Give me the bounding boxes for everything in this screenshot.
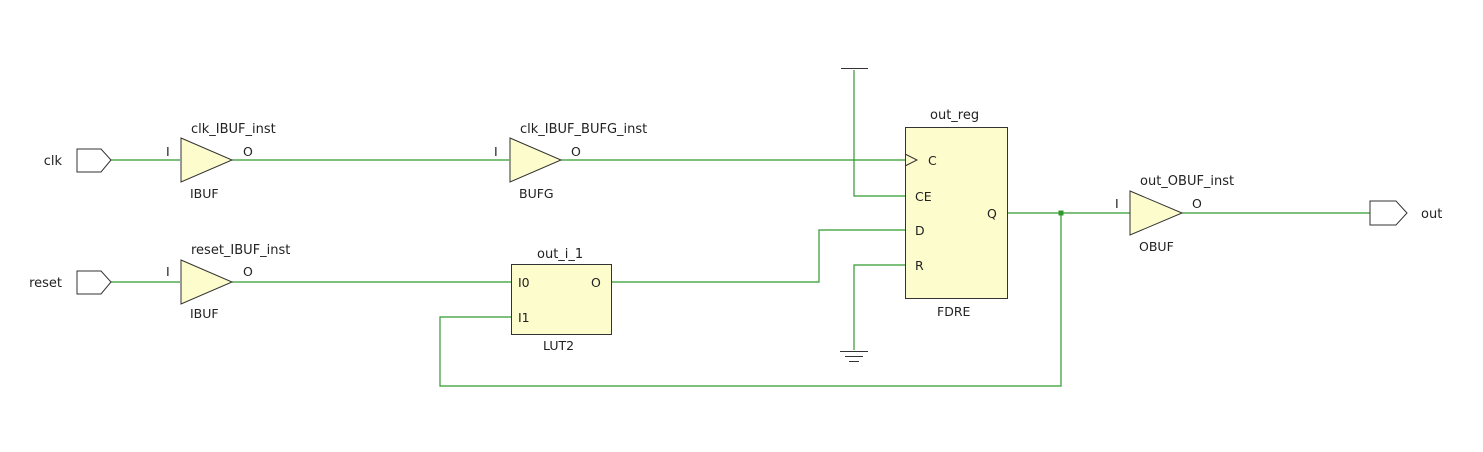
input-port-icon (76, 270, 112, 295)
cell-clk-ibuf[interactable]: clk_IBUF_inst I O IBUF (166, 122, 276, 201)
pin-label: CE (915, 189, 932, 204)
net-vcc-ce[interactable] (853, 70, 905, 197)
cell-obuf[interactable]: out_OBUF_inst I O OBUF (1115, 174, 1234, 254)
cell-type: BUFG (519, 186, 554, 201)
input-port-icon (76, 148, 112, 173)
cell-type: LUT2 (543, 338, 574, 353)
buffer-icon (509, 137, 563, 183)
pin-label: O (1192, 196, 1202, 211)
cell-reg[interactable]: out_reg C CE D R Q FDRE (904, 108, 1008, 319)
output-port-icon (1369, 200, 1408, 226)
junction-dot (1058, 210, 1064, 216)
port-clk[interactable]: clk (44, 148, 112, 173)
pin-label: I0 (518, 275, 530, 290)
pin-label: I (494, 144, 498, 159)
port-reset[interactable]: reset (29, 270, 112, 295)
port-reset-label: reset (29, 276, 62, 291)
nets (111, 70, 1370, 387)
pin-label: O (243, 264, 253, 279)
cell-clk-bufg[interactable]: clk_IBUF_BUFG_inst I O BUFG (494, 122, 647, 201)
cell-type: IBUF (190, 306, 219, 321)
lut-box (511, 264, 612, 335)
net-gnd-r[interactable] (853, 264, 905, 350)
cell-type: IBUF (190, 186, 219, 201)
pin-label: O (243, 144, 253, 159)
pin-label: R (915, 258, 924, 273)
pin-label: I (166, 144, 170, 159)
pin-label: C (928, 153, 937, 168)
cell-name: out_i_1 (537, 247, 583, 262)
cell-name: clk_IBUF_inst (191, 122, 276, 137)
net-lut-out[interactable] (611, 229, 905, 283)
pin-label: O (591, 275, 601, 290)
pin-label: I (1115, 196, 1119, 211)
pin-label: O (571, 144, 581, 159)
buffer-icon (180, 259, 234, 305)
port-out[interactable]: out (1369, 200, 1442, 226)
buffer-icon (1129, 190, 1184, 236)
flipflop-box (905, 127, 1008, 299)
cell-lut[interactable]: out_i_1 I0 I1 O LUT2 (511, 247, 612, 353)
cell-name: reset_IBUF_inst (191, 243, 290, 258)
pin-label: D (915, 223, 925, 238)
buffer-icon (180, 137, 234, 183)
clock-triangle-icon (904, 153, 919, 167)
cell-reset-ibuf[interactable]: reset_IBUF_inst I O IBUF (166, 243, 290, 321)
net-feedback[interactable] (439, 213, 1062, 387)
ground-symbol (840, 351, 868, 362)
cell-type: OBUF (1139, 239, 1174, 254)
pin-label: I (166, 264, 170, 279)
port-clk-label: clk (44, 154, 63, 169)
cell-name: out_OBUF_inst (1140, 174, 1234, 189)
pin-label: I1 (518, 310, 530, 325)
cell-name: clk_IBUF_BUFG_inst (520, 122, 647, 137)
cell-name: out_reg (930, 108, 979, 123)
port-out-label: out (1421, 207, 1442, 222)
pin-label: Q (987, 206, 997, 221)
cell-type: FDRE (937, 304, 971, 319)
